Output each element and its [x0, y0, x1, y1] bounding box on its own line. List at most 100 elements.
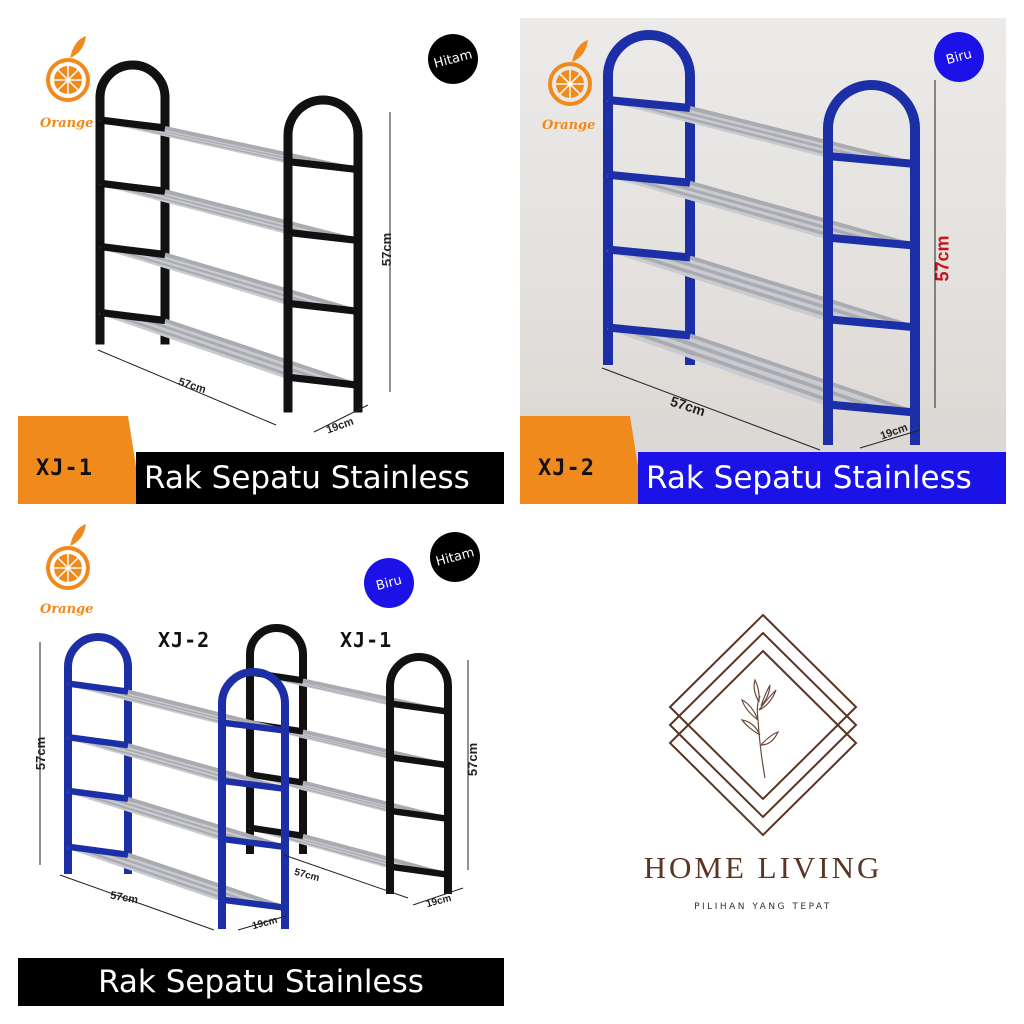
- shelf-rail: [127, 743, 286, 791]
- shelf-rail: [151, 317, 345, 386]
- rack-side-frame: [283, 95, 363, 413]
- product-code: XJ-1: [36, 456, 93, 481]
- frame-rung: [99, 116, 166, 132]
- frame-rung: [99, 308, 166, 325]
- rack-illustration-blue: [520, 30, 936, 504]
- shelf-rail: [673, 179, 899, 246]
- brand-logo-text: Orange: [40, 602, 94, 617]
- store-tagline: PILIHAN YANG TEPAT: [694, 902, 832, 912]
- label-xj2: XJ-2: [158, 628, 211, 652]
- black-height-label: 57cm: [465, 742, 481, 777]
- shelf-rail: [138, 315, 331, 384]
- frame-rung: [827, 152, 916, 168]
- frame-rung: [287, 228, 359, 245]
- orange-segment: [569, 73, 581, 85]
- store-logo-icon: [668, 613, 858, 837]
- shelf-rail: [103, 849, 261, 907]
- frame-rung: [607, 323, 691, 340]
- shelf-rail: [689, 106, 916, 166]
- shelf-rail: [138, 249, 331, 310]
- shelf-rail: [689, 180, 916, 248]
- shelf-rail: [607, 172, 829, 240]
- shelf-rail: [103, 793, 261, 846]
- rack-side-frame: [386, 653, 452, 894]
- dimension-line: [59, 874, 215, 931]
- shelf-rail: [164, 252, 359, 314]
- orange-segment: [67, 557, 79, 569]
- shelf-rail: [607, 325, 829, 407]
- orange-segment: [57, 69, 69, 81]
- shelf-rail: [67, 788, 223, 841]
- orange-segment: [57, 79, 69, 91]
- shelf-rail: [151, 250, 345, 312]
- shelf-rail: [672, 332, 899, 413]
- orange-segment: [67, 79, 79, 91]
- label-xj1: XJ-1: [340, 628, 393, 652]
- frame-rung: [221, 719, 286, 734]
- shelf-rail: [164, 189, 359, 243]
- frame-rung: [287, 299, 359, 315]
- orange-segment: [67, 69, 79, 81]
- shelf-rail: [112, 246, 303, 307]
- product-image-comparison[interactable]: Orange Biru Hitam XJ-2 XJ-1 57cm 57cm 19…: [18, 520, 504, 1006]
- frame-rung: [221, 777, 286, 792]
- orange-logo-icon: [46, 58, 90, 102]
- dimension-line: [313, 404, 369, 433]
- shelf-rail: [99, 244, 289, 306]
- store-name: HOME LIVING: [643, 850, 883, 885]
- leaf-icon: [70, 524, 86, 546]
- frame-rung: [67, 680, 129, 695]
- blue-height-label: 57cm: [33, 736, 49, 771]
- shelf-rail: [67, 844, 223, 902]
- shelf-rail: [623, 327, 847, 408]
- shelf-rail: [79, 790, 236, 843]
- shelf-rail: [115, 851, 274, 908]
- orange-segment: [67, 567, 79, 579]
- frame-rung: [827, 315, 916, 332]
- dimension-line: [859, 429, 921, 449]
- orange-logo-icon: [46, 546, 90, 590]
- orange-logo-icon: [548, 62, 592, 106]
- frame-rung: [221, 835, 286, 851]
- dimension-line: [97, 349, 277, 426]
- rack-side-frame: [603, 30, 695, 365]
- shelf-rail: [689, 333, 916, 415]
- frame-rung: [389, 807, 449, 822]
- shelf-rail: [127, 852, 286, 910]
- rack-side-frame: [823, 80, 920, 445]
- brand-logo-text: Orange: [542, 118, 596, 133]
- shelf-rail: [112, 312, 303, 381]
- shelf-rail: [656, 330, 881, 412]
- shelf-rail: [127, 796, 286, 849]
- product-code: XJ-2: [538, 456, 595, 481]
- frame-rung: [249, 824, 304, 839]
- orange-segment: [569, 83, 581, 95]
- product-image-xj2[interactable]: Orange Biru 57cm 57cm 19cm XJ-2 Rak Sepa…: [520, 18, 1006, 504]
- frame-rung: [99, 242, 166, 259]
- frame-rung: [287, 373, 359, 389]
- rack-side-frame: [246, 624, 307, 854]
- frame-rung: [607, 170, 691, 187]
- store-logo-panel: HOME LIVING PILIHAN YANG TEPAT: [520, 520, 1006, 1006]
- frame-rung: [67, 734, 129, 749]
- rack-illustration-comparison: [39, 524, 469, 931]
- shelf-rail: [656, 252, 881, 327]
- brand-logo-text: Orange: [40, 116, 94, 131]
- shelf-rail: [607, 247, 829, 322]
- shelf-rail: [115, 795, 273, 848]
- height-label: 57cm: [932, 235, 953, 282]
- height-label: 57cm: [379, 232, 395, 267]
- dimension-line: [237, 915, 287, 931]
- shelf-rail: [623, 99, 846, 160]
- leaf-branch-icon: [740, 678, 780, 779]
- product-image-xj1[interactable]: Orange Hitam 57cm 57cm 19cm XJ-1 Rak Sep…: [18, 20, 504, 504]
- shelf-rail: [623, 174, 846, 242]
- rack-illustration-black: [18, 36, 391, 504]
- shelf-rail: [164, 318, 359, 388]
- shelf-rail: [673, 253, 899, 328]
- shelf-rail: [656, 177, 881, 245]
- leaf-icon: [70, 36, 86, 58]
- orange-segment: [57, 557, 69, 569]
- frame-rung: [607, 245, 691, 262]
- rack-side-frame: [95, 60, 170, 345]
